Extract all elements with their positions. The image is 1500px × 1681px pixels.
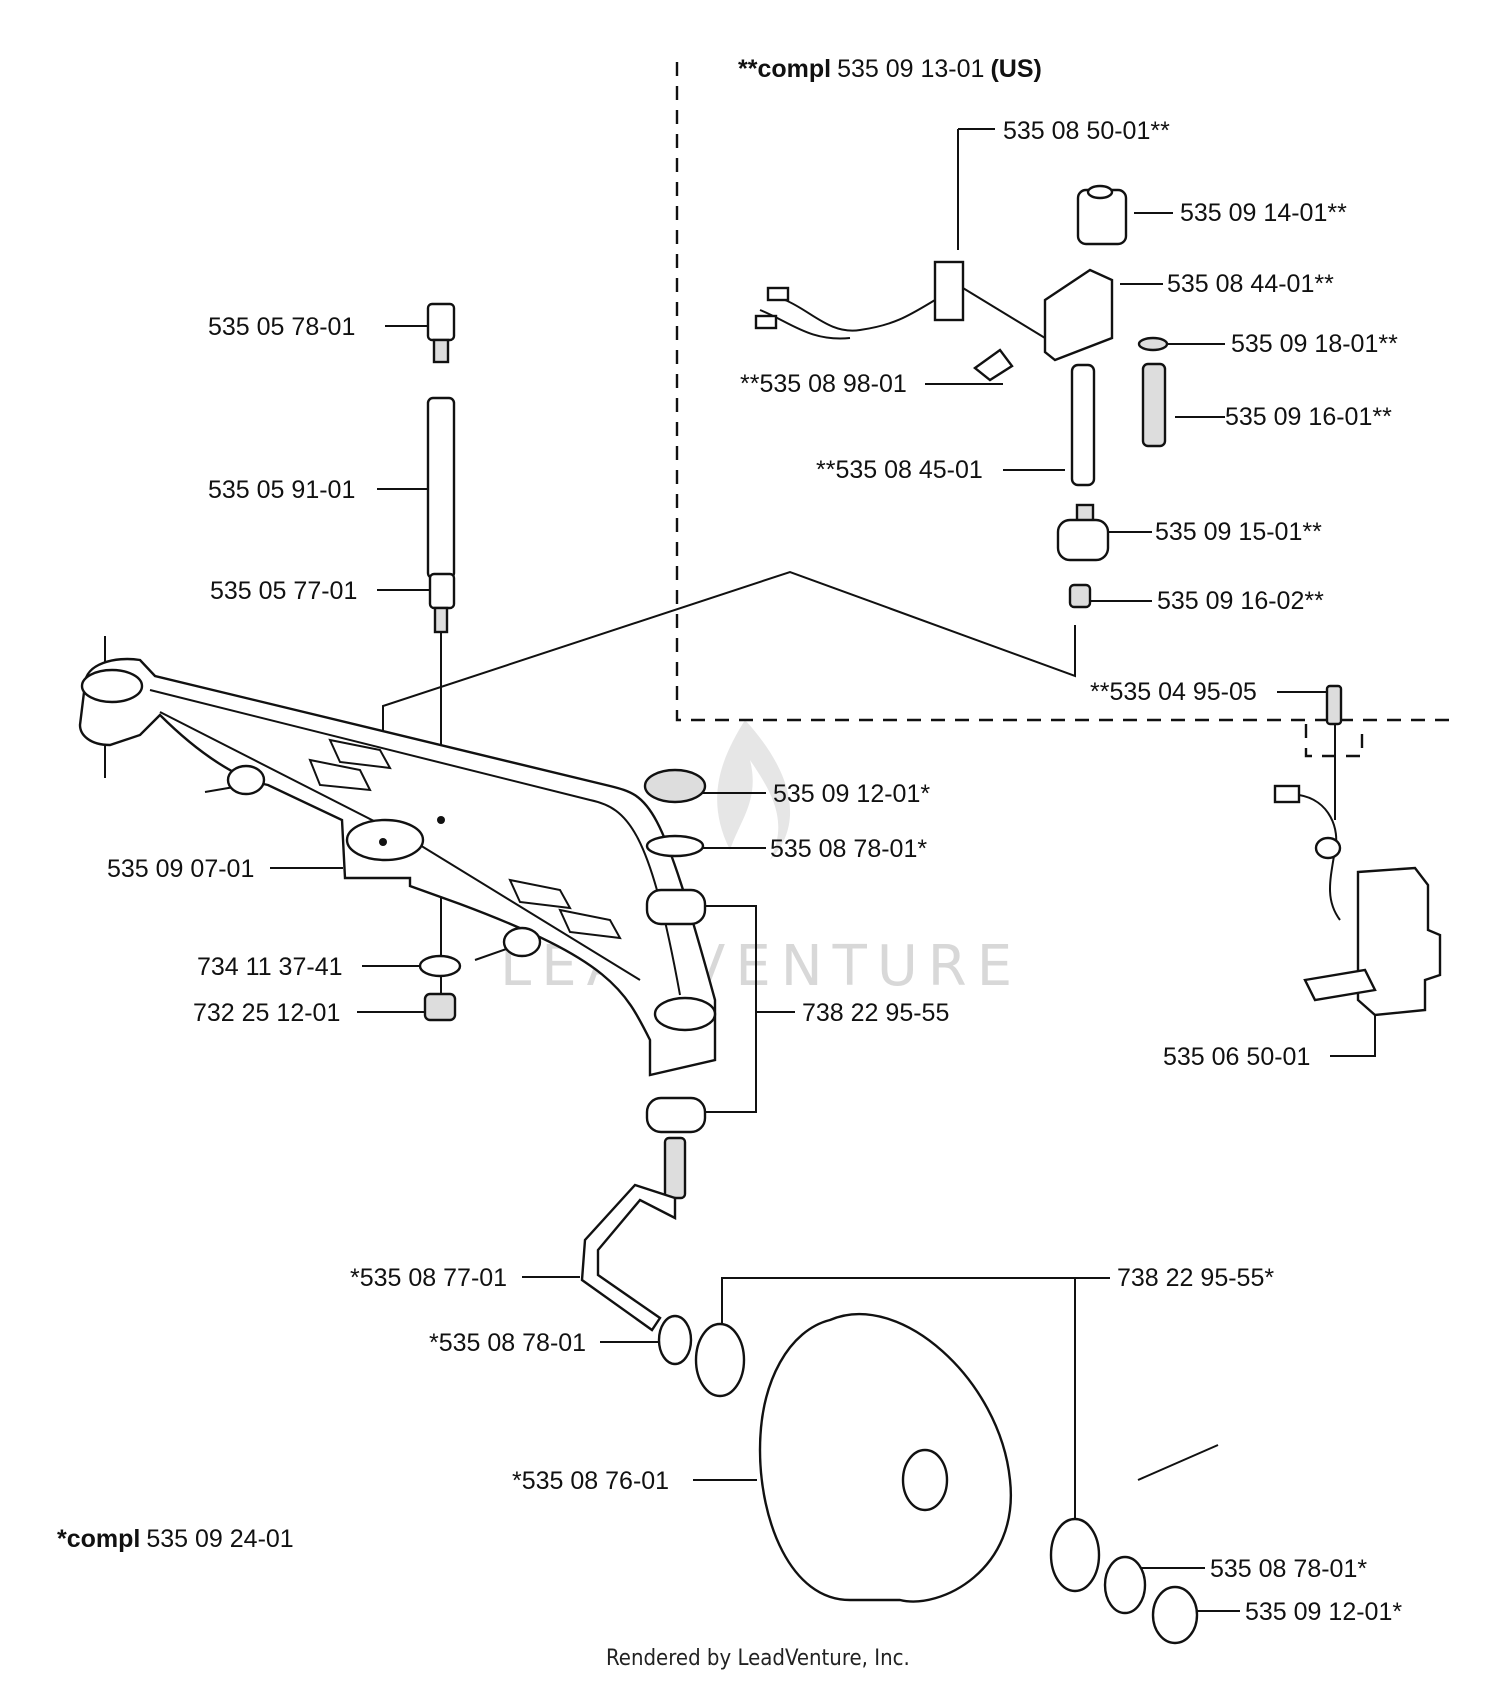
part-label-535-09-12-01-hub: 535 09 12-01* [1245, 1598, 1402, 1626]
safety-switch-assembly [754, 184, 1343, 726]
part-label-535-08-44-01: 535 08 44-01** [1167, 270, 1334, 298]
part-label-535-09-14-01: 535 09 14-01** [1180, 199, 1347, 227]
part-label-535-08-78-01-hub: 535 08 78-01* [1210, 1555, 1367, 1583]
caster-bearing-stack [580, 768, 707, 1332]
part-label-535-09-12-01-top: 535 09 12-01* [773, 780, 930, 808]
part-label-535-08-50-01: 535 08 50-01** [1003, 117, 1170, 145]
part-label-535-09-16-02: 535 09 16-02** [1157, 587, 1324, 615]
part-label-535-08-78-01-wheel: *535 08 78-01 [429, 1329, 586, 1357]
part-label-535-04-95-05: **535 04 95-05 [1090, 678, 1257, 706]
spacer-stack [418, 302, 462, 1022]
part-label-535-08-77-01: *535 08 77-01 [350, 1264, 507, 1292]
front-axle-beam [78, 657, 717, 1077]
leader-lines [104, 128, 1376, 1612]
part-label-535-08-98-01: **535 08 98-01 [740, 370, 907, 398]
part-label-732-25-12-01: 732 25 12-01 [193, 999, 340, 1027]
part-label-535-08-78-01-top: 535 08 78-01* [770, 835, 927, 863]
part-label-535-08-45-01: **535 08 45-01 [816, 456, 983, 484]
footer-credit: Rendered by LeadVenture, Inc. [606, 1646, 910, 1671]
part-label-738-22-95-55: 738 22 95-55 [802, 999, 949, 1027]
part-label-738-22-95-55-wheel: 738 22 95-55* [1117, 1264, 1274, 1292]
part-label-535-09-16-01: 535 09 16-01** [1225, 403, 1392, 431]
seat-sensor [1273, 784, 1442, 1017]
part-label-734-11-37-41: 734 11 37-41 [197, 953, 343, 981]
part-label-535-09-07-01: 535 09 07-01 [107, 855, 254, 883]
part-label-535-05-78-01: 535 05 78-01 [208, 313, 355, 341]
part-label-535-05-77-01: 535 05 77-01 [210, 577, 357, 605]
part-label-535-05-91-01: 535 05 91-01 [208, 476, 355, 504]
part-label-535-06-50-01: 535 06 50-01 [1163, 1043, 1310, 1071]
part-label-535-09-18-01: 535 09 18-01** [1231, 330, 1398, 358]
part-label-535-09-15-01: 535 09 15-01** [1155, 518, 1322, 546]
caster-wheel [657, 1313, 1199, 1645]
part-label-535-08-76-01: *535 08 76-01 [512, 1467, 669, 1495]
